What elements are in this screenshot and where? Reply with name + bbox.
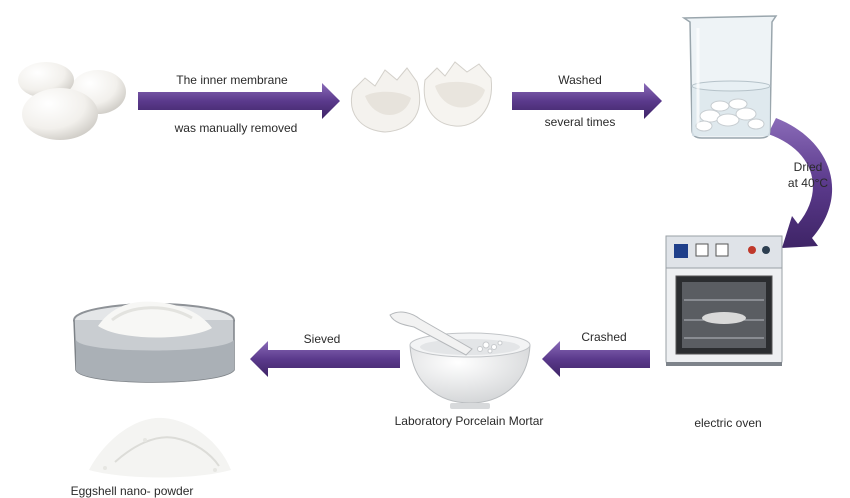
sieve-with-powder-image (72, 300, 242, 400)
arrow-membrane-removed (138, 83, 340, 119)
whole-eggs-image (12, 58, 132, 148)
arrow-washed (512, 83, 662, 119)
label-porcelain-mortar: Laboratory Porcelain Mortar (395, 414, 544, 428)
label-dried: Dried (794, 160, 823, 174)
label-crashed: Crashed (581, 330, 626, 344)
electric-oven-image (660, 228, 790, 373)
label-membrane-bottom: was manually removed (175, 121, 298, 135)
porcelain-mortar-image (390, 305, 540, 415)
label-sieved: Sieved (304, 332, 341, 346)
label-electric-oven: electric oven (694, 416, 761, 430)
arrow-crashed (542, 341, 650, 377)
arrow-sieved (250, 341, 400, 377)
broken-eggshells-image (345, 50, 505, 140)
label-washed-bottom: several times (545, 115, 616, 129)
label-eggshell-powder: Eggshell nano- powder (71, 484, 194, 498)
label-dried-temp: at 40°C (788, 176, 828, 190)
eggshell-powder-pile-image (85, 410, 235, 480)
label-washed: Washed (558, 73, 602, 87)
label-membrane-top: The inner membrane (176, 73, 287, 87)
beaker-washing-image (676, 8, 786, 143)
